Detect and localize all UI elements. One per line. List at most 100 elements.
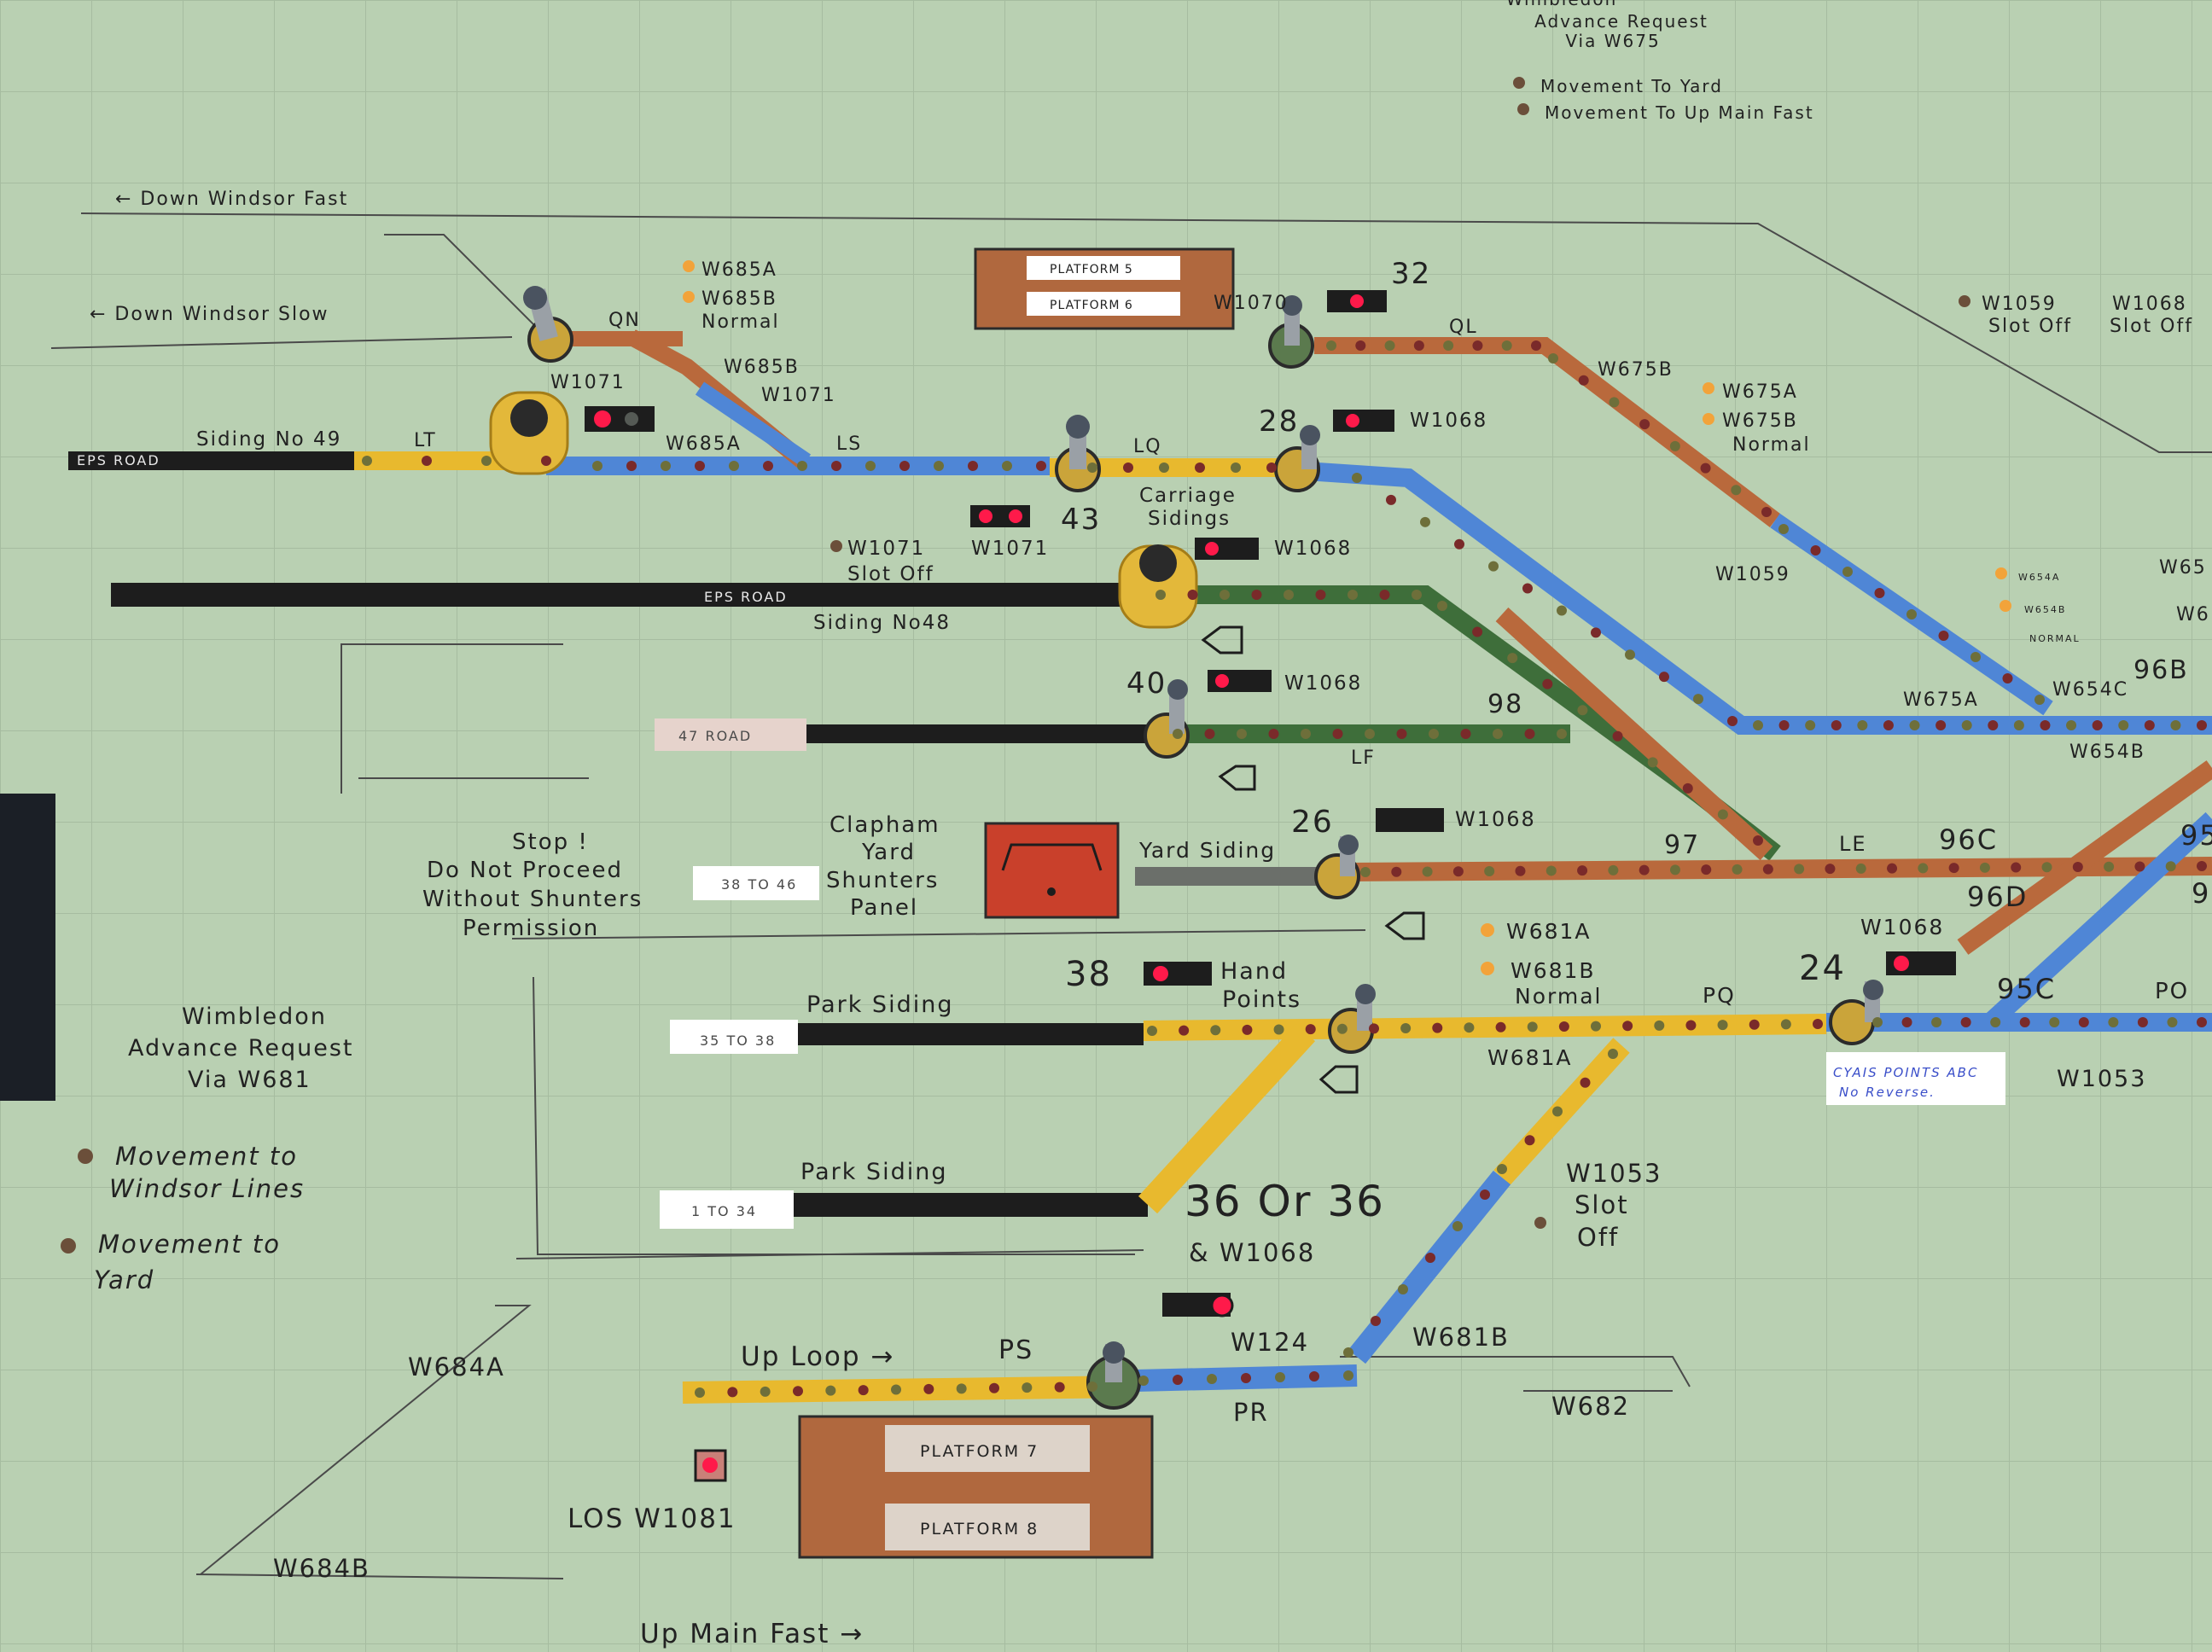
track-lamp <box>1391 866 1402 877</box>
lamp-w1068-carriage-red <box>1205 542 1219 556</box>
track-lamp <box>1266 462 1277 473</box>
track-lamp <box>1524 729 1535 739</box>
track-lamp <box>2197 720 2207 730</box>
track-lamp <box>2134 861 2145 872</box>
label-down-windsor-fast: ← Down Windsor Fast <box>115 189 348 210</box>
knob-w1068-hole <box>1139 544 1177 582</box>
track-lamp <box>1443 340 1454 351</box>
track-lamp <box>1371 1316 1381 1326</box>
label-eps-road-lower: EPS ROAD <box>704 589 788 605</box>
track-lamp <box>2104 861 2115 872</box>
track-lamp <box>1608 864 1619 875</box>
track-lamp <box>1237 729 1247 739</box>
lamp-w1071-red <box>594 410 611 428</box>
plate-47-road <box>655 718 806 751</box>
track-lamp <box>1488 561 1499 572</box>
track-lamp <box>1054 1382 1065 1393</box>
label-w675b-lamp: W675B <box>1722 410 1798 432</box>
track-lamp <box>1179 1025 1190 1036</box>
track-lamp <box>1936 720 1947 730</box>
track-lamp <box>763 461 773 471</box>
track-lamp <box>1497 1164 1507 1174</box>
platform-6-plate <box>1027 292 1180 316</box>
track-lamp <box>2034 695 2045 705</box>
track-lamp <box>989 1382 999 1393</box>
lamp-w1053-slot <box>1534 1217 1546 1229</box>
lamp-movement-to-yard <box>1513 77 1525 89</box>
track-lamp <box>2049 1017 2060 1027</box>
label-47-road: 47 ROAD <box>678 728 752 744</box>
track-lamp <box>1874 588 1885 598</box>
track-lamp <box>1883 720 1894 730</box>
track-lamp <box>1545 865 1557 876</box>
label-w1059: W1059 <box>1715 564 1790 585</box>
label-and-w1068: & W1068 <box>1189 1238 1315 1267</box>
track-lamp <box>1472 626 1483 637</box>
track-lamp <box>1591 627 1601 638</box>
track-lamp <box>1654 1020 1665 1031</box>
track-lamp <box>1432 1022 1443 1033</box>
track-lamp <box>1608 1049 1618 1059</box>
label-up-main-fast: Up Main Fast → <box>640 1619 864 1649</box>
track-lamp <box>1825 864 1836 875</box>
track-lamp <box>2002 673 2013 683</box>
track-lamp <box>1701 864 1712 875</box>
label-24: 24 <box>1799 949 1846 988</box>
shunt-signals <box>1201 625 1425 1094</box>
track-lamp <box>968 461 978 471</box>
track-lamp <box>1087 462 1097 473</box>
platform-8-plate <box>885 1504 1090 1550</box>
label-ql: QL <box>1449 317 1478 338</box>
panel-edge-object <box>0 794 55 1101</box>
track-lamp <box>1685 1020 1697 1031</box>
track-lamp <box>1855 863 1866 874</box>
label-w685b-lamp: W685B <box>701 288 777 310</box>
lamp-w124-red <box>1210 1294 1234 1318</box>
label-advance-request-top: Advance Request <box>1534 11 1708 32</box>
label-w675a-lamp: W675A <box>1722 381 1798 403</box>
track-lamp <box>1268 729 1279 739</box>
track-lamp <box>1591 1021 1601 1032</box>
track-lamp <box>1460 729 1471 739</box>
track-lamp <box>1580 1077 1591 1088</box>
track-lamp <box>1400 1022 1412 1033</box>
label-windsor-lines: Windsor Lines <box>109 1174 305 1203</box>
track-lamp <box>2144 720 2155 730</box>
label-9: 9 <box>2192 877 2210 910</box>
label-w1068-b: W1068 <box>1274 538 1352 560</box>
track-lamp <box>1336 1023 1348 1034</box>
track-lamp <box>1384 340 1395 351</box>
track-lamp <box>1241 1373 1251 1383</box>
track-lamp <box>1204 729 1215 739</box>
label-w681b-lamp: W681B <box>1511 958 1596 983</box>
label-36-or-36: 36 Or 36 <box>1185 1177 1385 1226</box>
track-lamp <box>1609 397 1620 408</box>
label-panel: Panel <box>850 895 918 921</box>
track-lamp <box>1557 729 1567 739</box>
track-lamp <box>1524 1135 1535 1146</box>
label-w654b-small: W654B <box>2024 604 2066 615</box>
track-lamp <box>1343 1370 1353 1381</box>
label-w1053-slot: W1053 <box>1566 1159 1662 1188</box>
track-lamp <box>1147 1026 1157 1036</box>
track-lamp <box>2041 862 2052 873</box>
label-slot: Slot <box>1575 1190 1629 1219</box>
track-qn-blue <box>695 381 812 468</box>
label-ps: PS <box>998 1335 1033 1365</box>
track-lamp <box>1464 1022 1475 1033</box>
label-1-to-34: 1 TO 34 <box>691 1203 757 1219</box>
track-lamp <box>1780 1019 1791 1030</box>
track-lamp <box>1301 729 1311 739</box>
label-lt: LT <box>414 430 437 451</box>
track-lamp <box>2167 1017 2178 1027</box>
track-lamp <box>1187 590 1198 600</box>
track-lamp <box>1348 590 1358 600</box>
track-lamp <box>1960 1017 1971 1027</box>
plate-1-to-34 <box>660 1190 794 1229</box>
track-lamp <box>1753 720 1763 730</box>
track-lamp <box>2092 720 2103 730</box>
label-platform-8: PLATFORM 8 <box>920 1520 1039 1539</box>
label-permission: Permission <box>463 916 599 941</box>
label-lf: LF <box>1351 747 1376 769</box>
track-lamp <box>2170 720 2181 730</box>
